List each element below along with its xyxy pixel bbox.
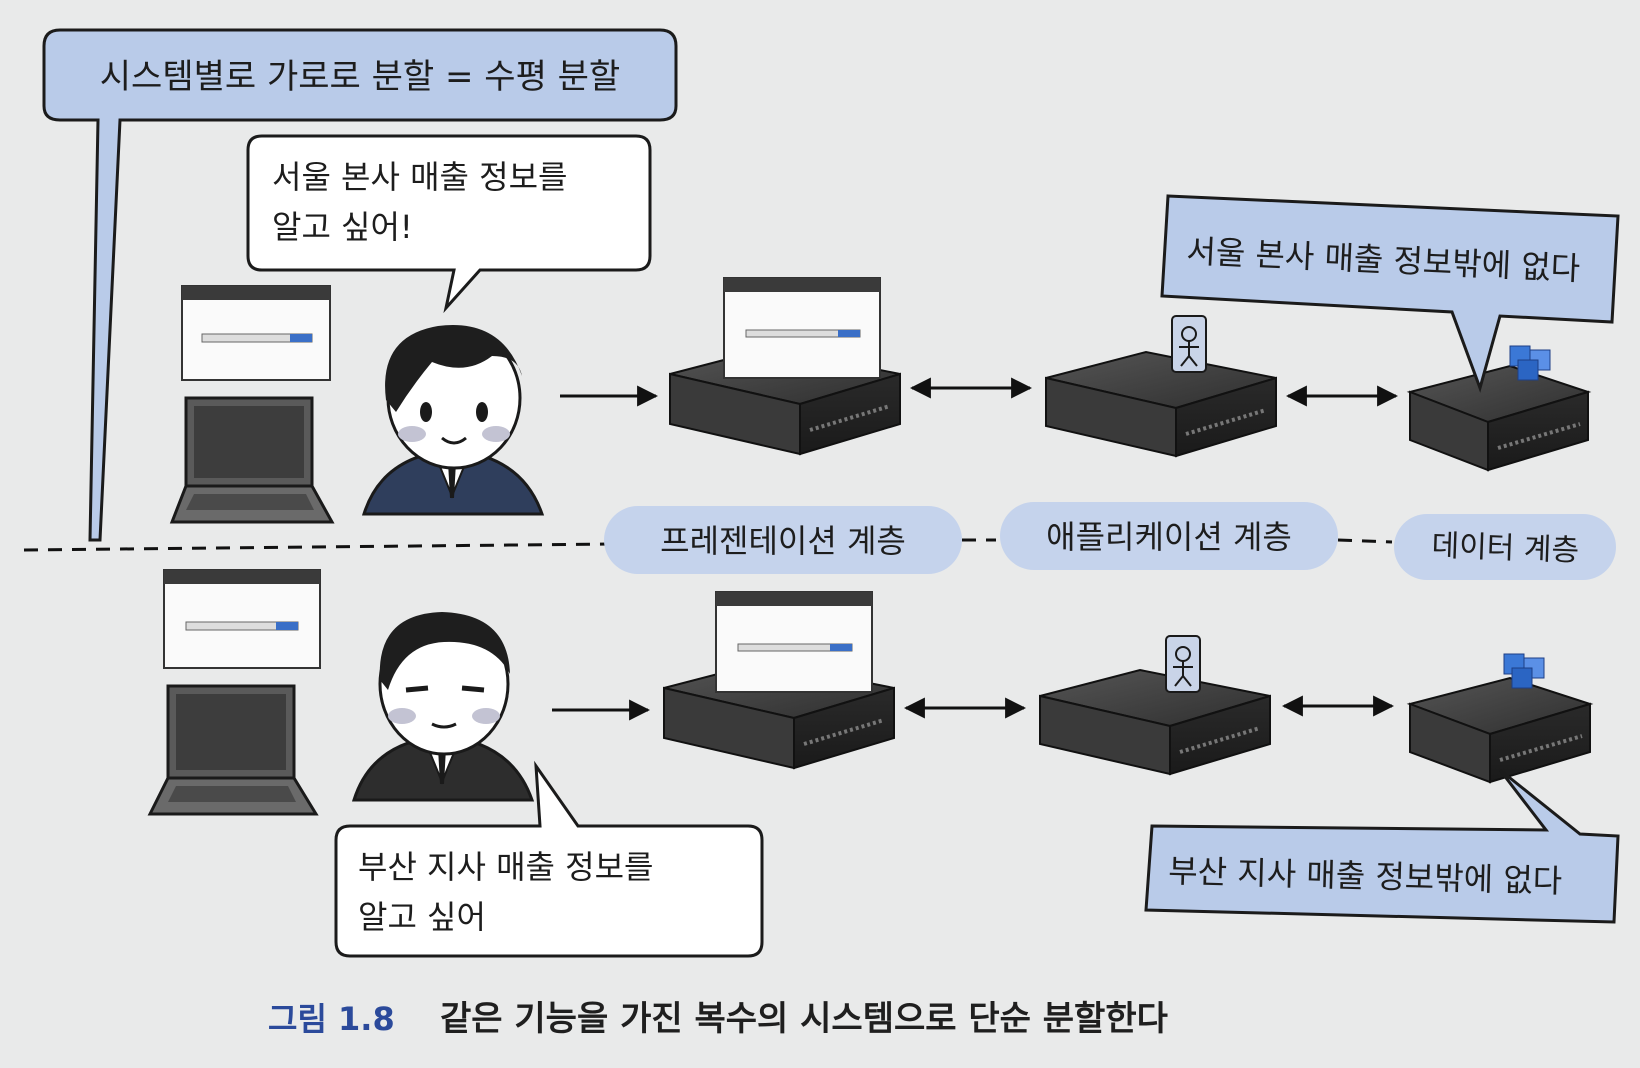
- speech-bubble-top: 서울 본사 매출 정보를 알고 싶어!: [246, 134, 652, 314]
- speech-bottom-line1: 부산 지사 매출 정보를: [358, 848, 653, 886]
- web-server-icon: [669, 277, 901, 456]
- speech-bottom-line2: 알고 싶어: [358, 898, 486, 936]
- horizontal-divider: [23, 542, 611, 552]
- layer-presentation: 프레젠테이션 계층: [604, 506, 962, 574]
- laptop-icon: [169, 396, 335, 524]
- layer-presentation-label: 프레젠테이션 계층: [660, 522, 906, 560]
- note-box-top: 서울 본사 매출 정보밖에 없다: [1160, 194, 1620, 393]
- user-icon: [1171, 315, 1207, 373]
- database-icon: [1509, 345, 1551, 381]
- person-icon: [361, 325, 545, 516]
- app-server-icon: [1039, 668, 1271, 776]
- layer-data: 데이터 계층: [1394, 514, 1616, 580]
- person-icon: [351, 612, 535, 802]
- browser-window-icon: [723, 277, 881, 379]
- database-icon: [1503, 653, 1545, 689]
- layer-application-label: 애플리케이션 계층: [1046, 518, 1292, 556]
- user-icon: [1165, 635, 1201, 693]
- caption-text: 같은 기능을 가진 복수의 시스템으로 단순 분할한다: [440, 999, 1168, 1039]
- app-server-icon: [1045, 350, 1277, 458]
- title-bubble: 시스템별로 가로로 분할 = 수평 분할: [42, 28, 678, 542]
- layer-data-label: 데이터 계층: [1431, 528, 1580, 568]
- db-server-icon: [1406, 676, 1594, 784]
- layer-application: 애플리케이션 계층: [1000, 502, 1338, 570]
- browser-window-icon: [715, 591, 873, 693]
- browser-window-icon: [181, 285, 331, 381]
- web-server-icon: [663, 591, 895, 770]
- speech-top-line2: 알고 싶어!: [272, 208, 413, 246]
- title-text: 시스템별로 가로로 분할 = 수평 분할: [100, 57, 620, 97]
- browser-window-icon: [163, 569, 321, 669]
- db-server-icon: [1406, 364, 1592, 472]
- speech-top-line1: 서울 본사 매출 정보를: [272, 158, 567, 196]
- speech-bubble-bottom: 부산 지사 매출 정보를 알고 싶어: [334, 760, 764, 958]
- divider-segment-3: [1337, 538, 1393, 544]
- figure-caption: 그림 1.8 같은 기능을 가진 복수의 시스템으로 단순 분할한다: [268, 999, 1168, 1039]
- caption-number: 그림 1.8: [268, 1000, 395, 1038]
- note-box-bottom: 부산 지사 매출 정보밖에 없다: [1144, 768, 1620, 924]
- laptop-icon: [147, 684, 319, 816]
